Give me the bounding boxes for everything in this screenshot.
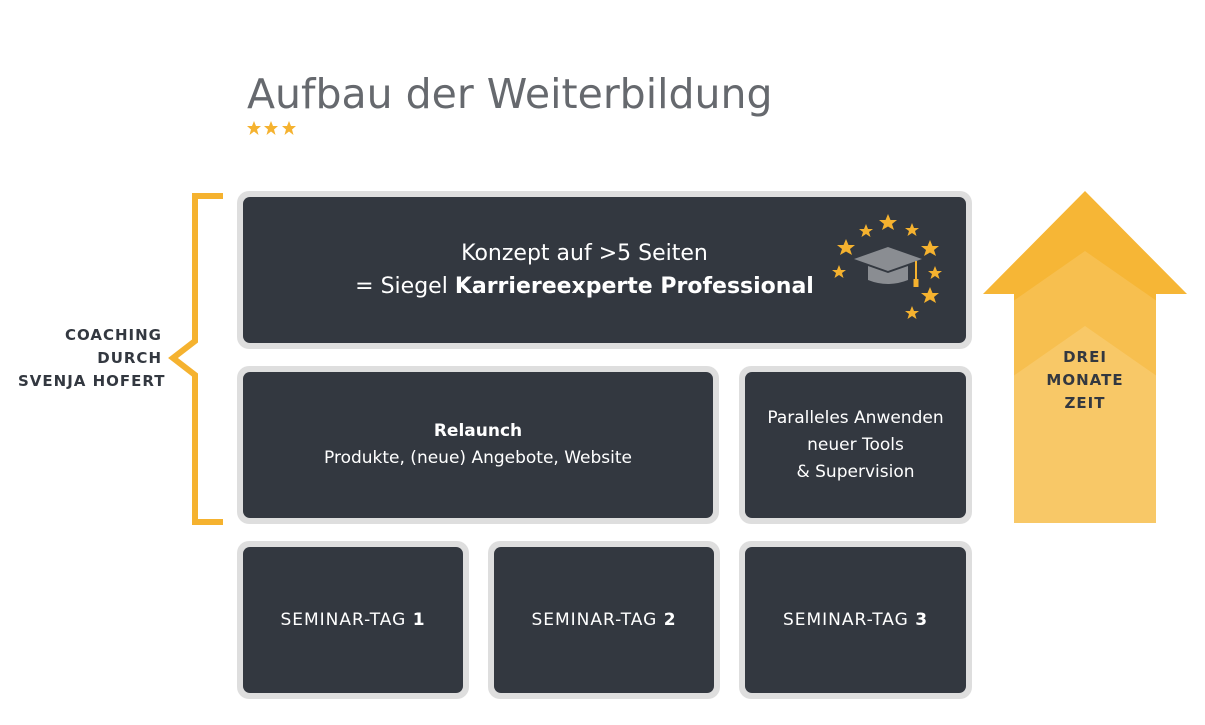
coaching-label: COACHING DURCH SVENJA HOFERT <box>18 324 166 393</box>
parallel-line: neuer Tools <box>807 434 904 455</box>
parallel-line: Paralleles Anwenden <box>767 407 944 428</box>
page-title: Aufbau der Weiterbildung <box>247 70 773 118</box>
star-icon <box>282 121 296 135</box>
duration-label: DREI MONATE ZEIT <box>1015 346 1155 415</box>
concept-seal-name: Karriereexperte Professional <box>454 274 814 299</box>
duration-line: MONATE <box>1046 371 1124 389</box>
star-icon <box>921 240 939 256</box>
curly-brace-icon <box>168 193 223 525</box>
star-icon <box>928 266 942 279</box>
star-icon <box>837 239 855 255</box>
relaunch-subtitle: Produkte, (neue) Angebote, Website <box>324 448 632 468</box>
coaching-line: COACHING <box>65 326 162 344</box>
coaching-line: DURCH <box>97 349 162 367</box>
relaunch-title: Relaunch <box>433 421 523 441</box>
seminar-box-inner: SEMINAR-TAG 3 <box>745 547 966 693</box>
star-icon <box>247 121 261 135</box>
seminar-number: 2 <box>663 610 677 630</box>
seminar-label: SEMINAR-TAG 3 <box>782 610 929 630</box>
star-icon <box>879 214 897 230</box>
seminar-box-1: SEMINAR-TAG 1 <box>237 541 469 699</box>
coaching-line: SVENJA HOFERT <box>18 372 166 390</box>
seminar-label: SEMINAR-TAG 1 <box>280 610 426 630</box>
seminar-number: 1 <box>412 610 426 630</box>
seminar-number: 3 <box>915 610 929 630</box>
seminar-box-2: SEMINAR-TAG 2 <box>488 541 720 699</box>
duration-line: ZEIT <box>1064 394 1106 412</box>
concept-line-1: Konzept auf >5 Seiten <box>461 241 708 266</box>
star-icon <box>832 265 846 278</box>
star-icon <box>921 287 939 303</box>
star-icon <box>905 223 919 236</box>
star-icon <box>905 306 919 319</box>
parallel-line: & Supervision <box>796 461 915 482</box>
title-stars-icon <box>247 121 296 135</box>
star-icon <box>264 121 278 135</box>
star-icon <box>859 224 873 237</box>
parallel-box: Paralleles Anwenden neuer Tools & Superv… <box>739 366 972 524</box>
parallel-box-inner: Paralleles Anwenden neuer Tools & Superv… <box>745 372 966 518</box>
seminar-label: SEMINAR-TAG 2 <box>531 610 677 630</box>
concept-prefix: = Siegel <box>355 274 455 299</box>
up-arrow-icon <box>983 191 1187 523</box>
relaunch-box: Relaunch Produkte, (neue) Angebote, Webs… <box>237 366 719 524</box>
duration-line: DREI <box>1063 348 1107 366</box>
seminar-box-3: SEMINAR-TAG 3 <box>739 541 972 699</box>
seminar-box-inner: SEMINAR-TAG 1 <box>243 547 463 693</box>
relaunch-box-inner: Relaunch Produkte, (neue) Angebote, Webs… <box>243 372 713 518</box>
graduation-cap-icon <box>832 214 942 319</box>
concept-line-2: = Siegel Karriereexperte Professional <box>355 270 814 303</box>
seminar-box-inner: SEMINAR-TAG 2 <box>494 547 714 693</box>
